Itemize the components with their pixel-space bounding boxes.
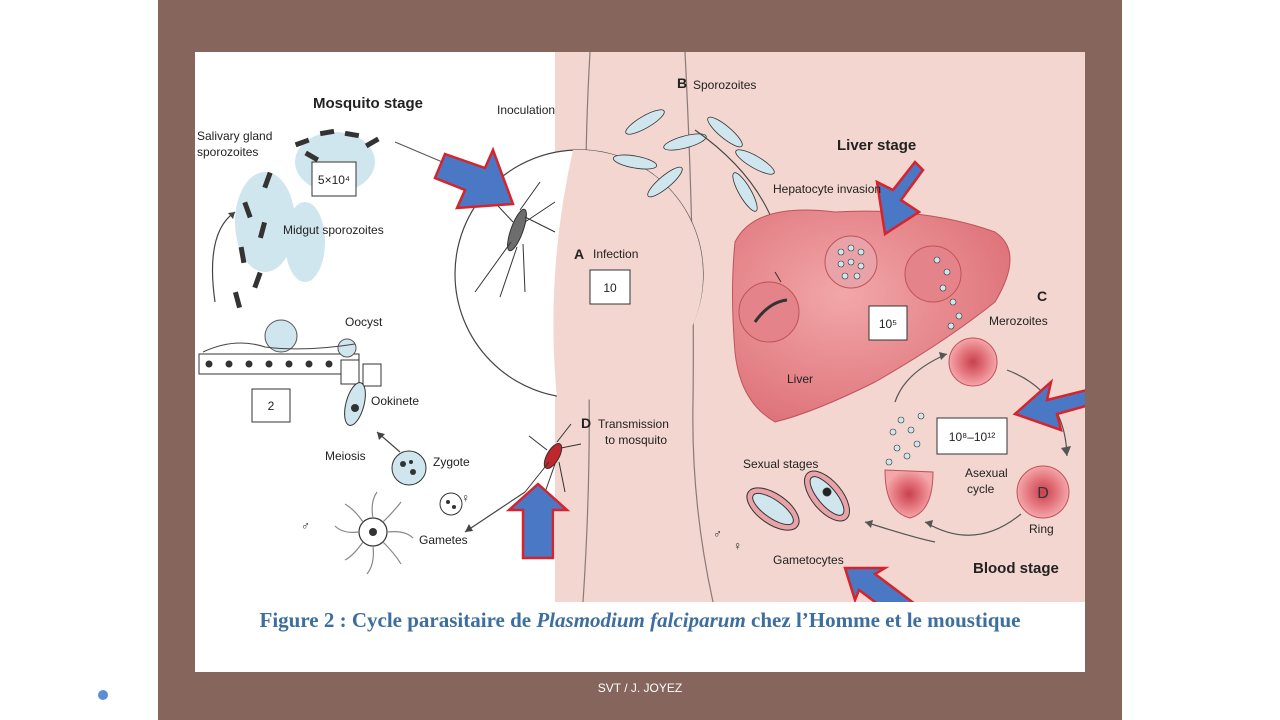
label-transmission-1: Transmission [598, 417, 669, 431]
label-inoculation: Inoculation [497, 103, 555, 117]
blood-stage-title: Blood stage [973, 560, 1059, 577]
caption-suffix: chez l’Homme et le moustique [745, 608, 1021, 632]
count-boxes [251, 161, 1008, 455]
watermark-line1: RECORDED WITH [10, 680, 68, 686]
label-oocyst: Oocyst [345, 315, 383, 329]
label-asexual-1: Asexual [965, 466, 1008, 480]
male-symbol-right: ♂ [713, 527, 722, 541]
blood-merozoites [885, 412, 925, 466]
zygote [391, 450, 427, 486]
label-sexual: Sexual stages [743, 457, 818, 471]
mosquito-stage-title: Mosquito stage [313, 95, 423, 112]
label-ring: Ring [1029, 522, 1054, 536]
label-salivary-2: sporozoites [197, 145, 258, 159]
skin-sporozoites [612, 109, 775, 212]
letter-b: B [677, 75, 687, 91]
letter-c: C [1037, 288, 1047, 304]
count-infection: 10 [603, 281, 617, 295]
slide-footer: SVT / J. JOYEZ [597, 681, 683, 695]
watermark-line2: SCREENCAST MATIC [10, 688, 160, 702]
to-gametocytes-arrow [864, 521, 936, 543]
arrow-to-liver [875, 160, 925, 237]
caption-prefix: Figure 2 : Cycle parasitaire de [259, 608, 537, 632]
gametes-arrow [464, 491, 526, 533]
female-symbol-right: ♀ [733, 539, 742, 553]
letter-a: A [574, 246, 584, 262]
label-hepatocyte: Hepatocyte invasion [773, 182, 881, 196]
figure-caption: Figure 2 : Cycle parasitaire de Plasmodi… [195, 608, 1085, 633]
count-mosquito-salivary: 5×10⁴ [318, 173, 350, 187]
female-gamete [439, 492, 463, 516]
sporozoite-marks [232, 128, 380, 309]
caption-species: Plasmodium falciparum [536, 608, 746, 632]
label-asexual-2: cycle [967, 482, 995, 496]
midgut-epithelium [198, 353, 382, 387]
label-midgut: Midgut sporozoites [283, 223, 384, 237]
watermark-text-a: SCREENCAST [10, 688, 93, 702]
arrow-to-mosquito [433, 146, 515, 210]
female-symbol-left: ♀ [461, 491, 470, 505]
label-meiosis: Meiosis [325, 449, 366, 463]
label-liver: Liver [787, 372, 813, 386]
screencast-watermark: RECORDED WITH SCREENCAST MATIC [10, 680, 160, 716]
bursting-rbc [884, 469, 934, 519]
plasmodium-cycle-diagram: D Mosquito stage Liver stage Blood stage [197, 52, 1085, 602]
count-oocyst: 2 [268, 399, 275, 413]
hepatocyte-1 [738, 281, 800, 343]
transmission-mosquito [524, 423, 582, 499]
letter-d: D [581, 415, 591, 431]
hepatocyte-3 [904, 245, 962, 303]
merozoite-rbc [948, 337, 998, 387]
label-salivary-1: Salivary gland [197, 129, 272, 143]
record-icon [95, 688, 110, 702]
ring-rbc [1016, 465, 1070, 519]
label-infection: Infection [593, 247, 638, 261]
label-sporozoites: Sporozoites [693, 78, 756, 92]
midgut-arrow [211, 211, 236, 303]
mosquito-biting [474, 181, 556, 298]
oocyst [264, 319, 298, 353]
gametocytes [746, 470, 850, 531]
male-symbol-left: ♂ [301, 519, 310, 533]
body-outline-2 [684, 52, 714, 602]
count-liver: 10⁵ [879, 317, 897, 331]
label-zygote: Zygote [433, 455, 470, 469]
arrow-to-gametocytes [843, 566, 915, 602]
liver-merozoites [837, 244, 963, 330]
label-ookinete: Ookinete [371, 394, 419, 408]
arrow-to-transmission [505, 482, 571, 560]
figure-panel: D Mosquito stage Liver stage Blood stage [195, 52, 1085, 672]
count-blood: 10⁸–10¹² [949, 430, 995, 444]
liver-stage-title: Liver stage [837, 137, 916, 154]
label-merozoites: Merozoites [989, 314, 1048, 328]
watermark-text-b: MATIC [112, 688, 150, 702]
label-transmission-2: to mosquito [605, 433, 667, 447]
label-gametes: Gametes [419, 533, 468, 547]
label-gametocytes: Gametocytes [773, 553, 844, 567]
svg-text:D: D [1037, 485, 1049, 502]
annotation-arrows [433, 146, 1085, 602]
arrow-to-blood [1012, 378, 1085, 432]
